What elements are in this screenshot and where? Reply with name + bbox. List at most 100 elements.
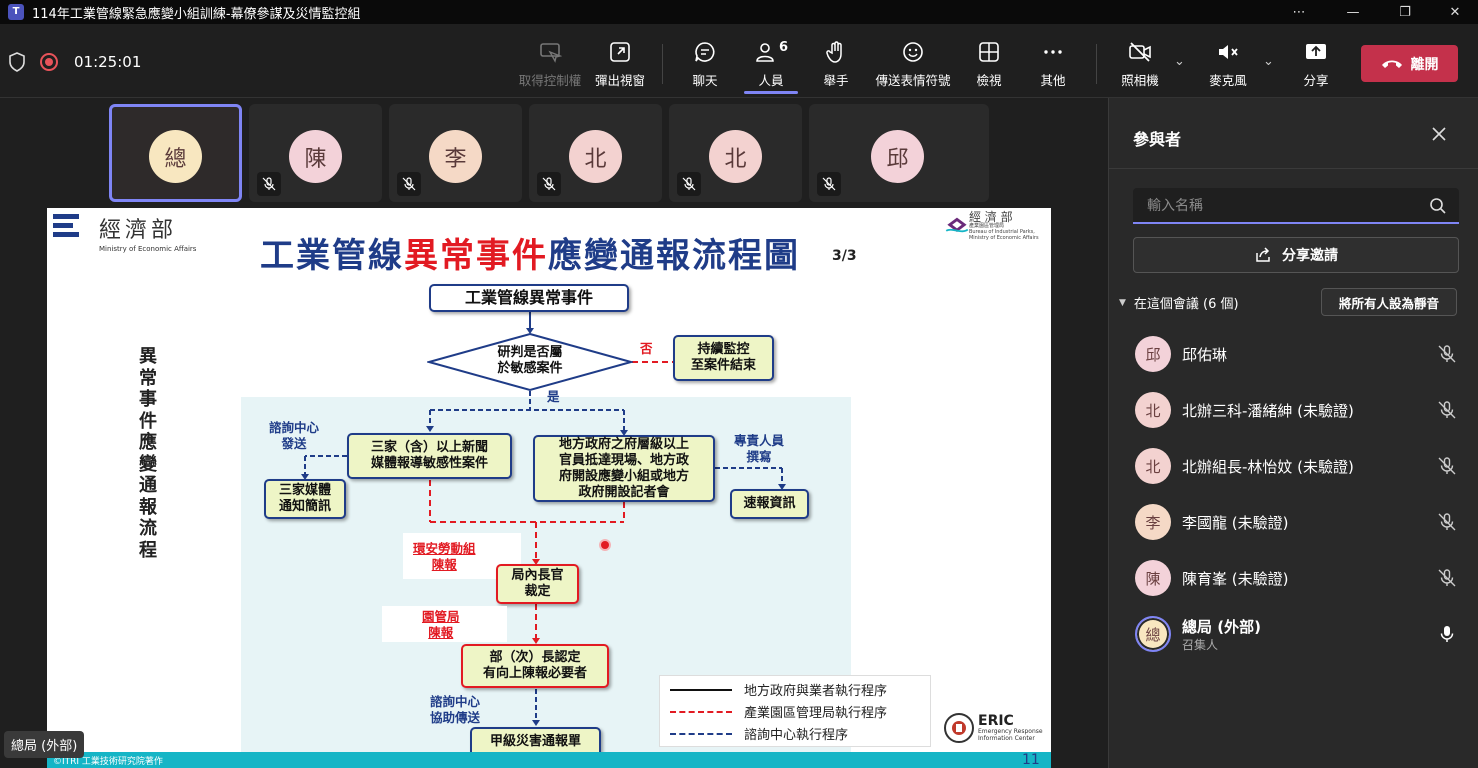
maximize-button[interactable]: ❐ [1399, 4, 1411, 20]
meeting-toolbar: 01:25:01 取得控制權 彈出視窗 聊天 6 人員 舉手 傳送表情符號 檢視… [0, 24, 1478, 98]
chat-icon [695, 42, 715, 62]
send-reaction-button[interactable]: 傳送表情符號 [872, 40, 954, 92]
participant-tile[interactable]: 北 [669, 104, 802, 202]
more-icon[interactable]: ⋯ [1292, 4, 1306, 20]
avatar: 邱 [1135, 336, 1171, 372]
muted-mic-icon [397, 172, 421, 196]
flow-box-media-sms: 三家媒體通知簡訊 [264, 479, 346, 519]
chat-button[interactable]: 聊天 [680, 40, 730, 92]
recording-icon [40, 53, 58, 71]
camera-off-icon [1129, 42, 1151, 62]
share-icon [1306, 44, 1326, 59]
slide-page-fraction: 3/3 [832, 248, 857, 264]
mic-on-icon[interactable] [1437, 624, 1457, 644]
avatar: 陳 [1135, 560, 1171, 596]
moea-logo: 經濟部 Ministry of Economic Affairs [53, 212, 196, 253]
mic-options-chevron-icon[interactable]: ⌄ [1263, 54, 1274, 69]
participant-tile[interactable]: 邱 [809, 104, 989, 202]
mic-muted-icon[interactable] [1437, 344, 1457, 364]
close-window-button[interactable]: ✕ [1449, 4, 1461, 20]
flow-box-minister: 部（次）長認定有向上陳報必要者 [461, 644, 609, 688]
participant-role: 召集人 [1182, 638, 1219, 652]
camera-options-chevron-icon[interactable]: ⌄ [1174, 54, 1185, 69]
teams-app-icon: T [8, 4, 24, 20]
avatar: 北 [569, 130, 622, 183]
avatar: 北 [1135, 448, 1171, 484]
participant-row[interactable]: 李 李國龍 (未驗證) [1109, 494, 1478, 550]
camera-button[interactable]: 照相機 [1116, 40, 1164, 92]
in-meeting-section-toggle[interactable]: ▼ 在這個會議 (6 個) [1119, 297, 1239, 312]
popout-button[interactable]: 彈出視窗 [592, 40, 648, 92]
leave-button[interactable]: 離開 [1361, 45, 1458, 82]
muted-mic-icon [817, 172, 841, 196]
view-button[interactable]: 檢視 [968, 40, 1010, 92]
raise-hand-button[interactable]: 舉手 [812, 40, 860, 92]
presenter-name-badge: 總局 (外部) [4, 731, 85, 758]
participant-name: 李國龍 (未驗證) [1182, 514, 1289, 532]
avatar: 邱 [871, 130, 924, 183]
search-icon[interactable] [1429, 197, 1447, 215]
search-input[interactable] [1147, 197, 1417, 213]
popout-icon [610, 42, 630, 62]
share-invite-button[interactable]: 分享邀請 [1133, 237, 1459, 273]
avatar: 李 [1135, 504, 1171, 540]
mic-muted-icon[interactable] [1437, 400, 1457, 420]
avatar: 李 [429, 130, 482, 183]
label-bg [382, 606, 507, 642]
flow-connectors [301, 312, 786, 726]
avatar: 總 [149, 130, 202, 183]
label-park-report: 園管局陳報 [422, 609, 460, 640]
participant-row[interactable]: 北 北辦組長-林怡妏 (未驗證) [1109, 438, 1478, 494]
meeting-timer: 01:25:01 [74, 53, 142, 71]
avatar: 總 [1135, 616, 1171, 652]
mic-muted-icon[interactable] [1437, 512, 1457, 532]
participant-row[interactable]: 總 總局 (外部) 召集人 [1109, 606, 1478, 662]
people-icon [756, 43, 774, 62]
participant-tile[interactable]: 北 [529, 104, 662, 202]
flow-box-chief: 局內長官裁定 [496, 564, 579, 604]
participant-row[interactable]: 陳 陳育峯 (未驗證) [1109, 550, 1478, 606]
minimize-button[interactable]: — [1346, 4, 1360, 20]
raise-hand-icon [826, 41, 842, 63]
participant-name: 邱佑琳 [1182, 346, 1228, 364]
participant-tile[interactable]: 總 [109, 104, 242, 202]
label-env-report: 環安勞動組陳報 [413, 541, 476, 572]
participants-panel: 參與者 分享邀請 ▼ 在這個會議 (6 個) 將所有人設為靜音 邱 邱佑琳 北 … [1108, 98, 1478, 768]
title-bar: T 114年工業管線緊急應變小組訓練-幕僚參謀及災情監控組 ⋯ — ❐ ✕ [0, 0, 1478, 24]
mute-all-button[interactable]: 將所有人設為靜音 [1321, 288, 1457, 316]
more-icon [1044, 50, 1062, 54]
shared-slide: 經濟部 Ministry of Economic Affairs 工業管線異常事… [47, 208, 1051, 768]
search-box [1133, 188, 1459, 224]
participant-tile[interactable]: 李 [389, 104, 522, 202]
muted-mic-icon [257, 172, 281, 196]
avatar: 北 [709, 130, 762, 183]
shield-icon[interactable] [8, 52, 26, 72]
collapse-triangle-icon: ▼ [1119, 297, 1126, 308]
participant-row[interactable]: 北 北辦三科-潘緒紳 (未驗證) [1109, 382, 1478, 438]
muted-mic-icon [677, 172, 701, 196]
mic-muted-icon[interactable] [1437, 568, 1457, 588]
more-button[interactable]: 其他 [1032, 40, 1074, 92]
participant-row[interactable]: 邱 邱佑琳 [1109, 326, 1478, 382]
people-button[interactable]: 6 人員 [744, 40, 798, 94]
label-yes: 是 [547, 389, 560, 404]
participant-tile[interactable]: 陳 [249, 104, 382, 202]
vertical-label: 異常事件應變通報流程 [139, 346, 157, 561]
mic-button[interactable]: 麥克風 [1204, 40, 1252, 92]
emoji-icon [903, 42, 923, 62]
mic-muted-icon[interactable] [1437, 456, 1457, 476]
window-title: 114年工業管線緊急應變小組訓練-幕僚參謀及災情監控組 [32, 6, 361, 22]
flow-box-event: 工業管線異常事件 [429, 284, 629, 312]
label-no: 否 [640, 341, 653, 356]
participant-name: 陳育峯 (未驗證) [1182, 570, 1289, 588]
close-icon[interactable] [1429, 124, 1449, 144]
flow-box-monitor: 持續監控至案件結束 [673, 335, 774, 381]
flow-box-local-gov: 地方政府之府層級以上官員抵達現場、地方政府開設應變小組或地方政府開設記者會 [533, 435, 715, 502]
mic-off-icon [1219, 45, 1238, 59]
share-button[interactable]: 分享 [1294, 40, 1338, 92]
flow-box-news: 三家（含）以上新聞媒體報導敏感性案件 [347, 433, 512, 479]
view-icon [979, 42, 999, 62]
label-staff: 專責人員撰寫 [734, 433, 785, 464]
